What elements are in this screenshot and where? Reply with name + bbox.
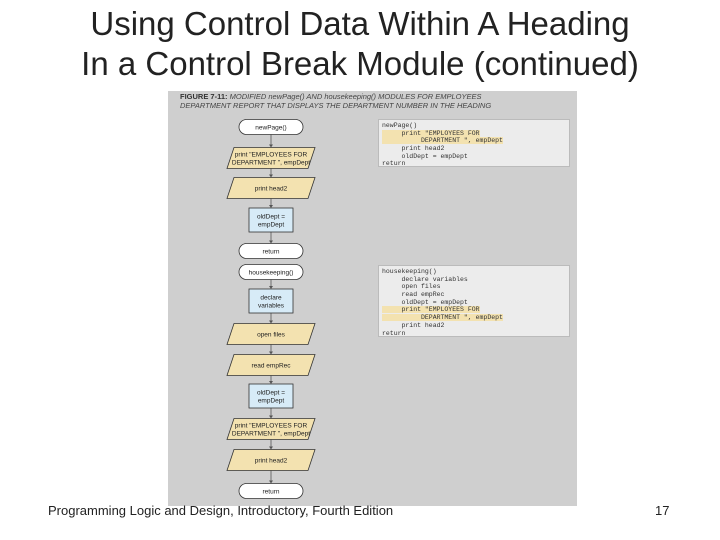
caption-line-1: MODIFIED newPage() AND housekeeping() MO… <box>229 92 482 101</box>
pseudocode-newpage: newPage() print "EMPLOYEES FOR DEPARTMEN… <box>378 119 570 167</box>
code-line: print "EMPLOYEES FOR <box>382 306 480 314</box>
flow-step-label: print "EMPLOYEES FOR <box>235 151 308 158</box>
flow-step-label: housekeeping() <box>249 269 294 276</box>
caption-line-2: DEPARTMENT REPORT THAT DISPLAYS THE DEPA… <box>180 101 492 110</box>
page-number: 17 <box>655 503 670 518</box>
flow-shape <box>248 288 294 314</box>
flow-step-label: print "EMPLOYEES FOR <box>235 422 308 429</box>
flow-shape <box>226 147 316 169</box>
flow-arrowhead <box>269 144 273 148</box>
flow-shape <box>248 207 294 233</box>
flow-shape <box>248 383 294 409</box>
flow-step-process: oldDept =empDept <box>248 207 294 233</box>
code-line: open files <box>382 283 441 291</box>
flow-arrowhead <box>269 351 273 355</box>
flow-step-parallelogram: print head2 <box>226 177 316 199</box>
flow-step-parallelogram: read empRec <box>226 354 316 376</box>
flow-arrowhead <box>269 174 273 178</box>
code-line: oldDept = empDept <box>382 152 468 160</box>
flow-arrowhead <box>269 286 273 289</box>
flow-step-label: print head2 <box>255 185 288 192</box>
flow-shape <box>238 243 304 259</box>
flow-step-label: DEPARTMENT ", empDept <box>232 159 310 166</box>
flow-shape <box>226 418 316 440</box>
flow-step-label: return <box>263 248 280 255</box>
flow-arrowhead <box>269 446 273 450</box>
code-line: print head2 <box>382 321 445 329</box>
code-line: print head2 <box>382 145 445 153</box>
flow-arrowhead <box>269 205 273 208</box>
flow-step-terminal: return <box>238 483 304 499</box>
flow-step-label: variables <box>258 302 285 309</box>
flow-shape <box>226 449 316 471</box>
title-line-2: In a Control Break Module (continued) <box>81 45 639 82</box>
code-line: read empRec <box>382 291 445 299</box>
flow-step-label: return <box>263 488 280 495</box>
flow-arrowhead <box>269 480 273 484</box>
flow-step-terminal: housekeeping() <box>238 264 304 280</box>
code-line: DEPARTMENT ", empDept <box>382 137 503 145</box>
flow-step-terminal: return <box>238 243 304 259</box>
code-line: DEPARTMENT ", empDept <box>382 314 503 322</box>
flow-shape <box>226 177 316 199</box>
code-line: return <box>382 160 406 168</box>
code-line: oldDept = empDept <box>382 298 468 306</box>
flow-step-parallelogram: open files <box>226 323 316 345</box>
flow-shape <box>238 483 304 499</box>
flow-step-label: read empRec <box>251 362 291 369</box>
flow-step-terminal: newPage() <box>238 119 304 135</box>
figure-caption: FIGURE 7-11: MODIFIED newPage() AND hous… <box>180 92 570 110</box>
flow-step-label: print head2 <box>255 457 288 464</box>
flow-step-process: oldDept =empDept <box>248 383 294 409</box>
flow-step-label: declare <box>260 294 282 301</box>
code-line: print "EMPLOYEES FOR <box>382 129 480 137</box>
flow-step-label: oldDept = <box>257 389 285 396</box>
flow-arrowhead <box>269 381 273 384</box>
pseudocode-housekeeping: housekeeping() declare variables open fi… <box>378 265 570 337</box>
title-line-1: Using Control Data Within A Heading <box>90 5 630 42</box>
slide-title: Using Control Data Within A Heading In a… <box>0 4 720 84</box>
flow-step-parallelogram: print head2 <box>226 449 316 471</box>
flow-step-label: oldDept = <box>257 213 285 220</box>
code-line: return <box>382 329 406 337</box>
flow-step-label: newPage() <box>255 124 286 131</box>
flow-arrowhead <box>269 320 273 324</box>
figure-label: FIGURE 7-11: <box>180 92 228 101</box>
flow-arrowhead <box>269 415 273 419</box>
code-line: declare variables <box>382 275 468 283</box>
flow-shape <box>226 323 316 345</box>
code-line: housekeeping() <box>382 268 437 275</box>
footer-text: Programming Logic and Design, Introducto… <box>48 503 394 518</box>
flow-arrowhead <box>269 240 273 244</box>
flow-shape <box>238 119 304 135</box>
flow-step-label: open files <box>257 331 286 338</box>
flow-step-label: DEPARTMENT ", empDept <box>232 430 310 437</box>
flow-shape <box>238 264 304 280</box>
flowchart: newPage()print "EMPLOYEES FORDEPARTMENT … <box>226 119 316 499</box>
flow-step-label: empDept <box>258 397 285 404</box>
flow-step-label: empDept <box>258 221 285 228</box>
flow-shape <box>226 354 316 376</box>
code-line: newPage() <box>382 122 418 129</box>
